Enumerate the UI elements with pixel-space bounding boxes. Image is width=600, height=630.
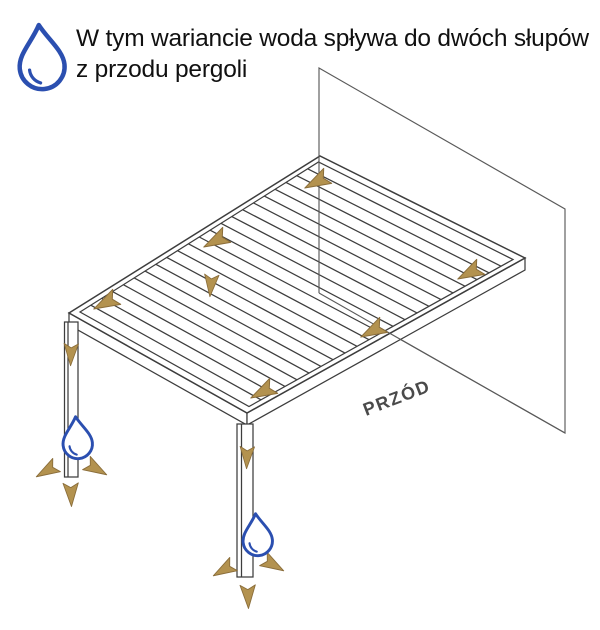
louver-slat: [231, 215, 418, 314]
front-label: PRZÓD: [360, 375, 433, 420]
flow-arrow-icon: [62, 482, 80, 508]
header-caption: W tym wariancie woda spływa do dwóch słu…: [76, 23, 596, 85]
louver-slat: [101, 297, 274, 394]
flow-arrow-icon: [259, 551, 288, 578]
louver-slat: [242, 209, 430, 307]
louver-slat: [285, 181, 478, 281]
flow-arrow-icon: [209, 556, 238, 583]
louver-slat: [123, 284, 298, 381]
louver-slat: [296, 175, 490, 274]
louver-slat: [220, 222, 406, 321]
flow-arrow-icon: [32, 457, 61, 484]
louver-slat: [112, 290, 286, 388]
water-drop-icon: [15, 23, 66, 92]
flow-arrow-icon: [82, 455, 111, 482]
louver-slat: [264, 195, 454, 294]
flow-arrow-icon: [239, 584, 257, 610]
louver-slat: [177, 250, 358, 347]
louver-slat: [90, 304, 262, 401]
louver-slat: [144, 270, 322, 367]
pergola-roof: [67, 155, 527, 427]
louver-slat: [155, 263, 334, 361]
louver-slat: [188, 243, 370, 341]
louver-slat: [133, 277, 310, 374]
roof-frame-inner: [78, 161, 515, 408]
roof-louvers: [90, 168, 502, 401]
louver-slat: [209, 229, 394, 327]
louver-slat: [253, 202, 442, 301]
louver-slat: [274, 188, 466, 287]
louver-slat: [307, 168, 502, 267]
header-caption-line2: z przodu pergoli: [76, 56, 248, 83]
louver-slat: [166, 256, 346, 354]
louver-slat: [198, 236, 382, 334]
header-caption-line1: W tym wariancie woda spływa do dwóch słu…: [76, 25, 589, 52]
roof-frame-outer: [67, 155, 527, 414]
